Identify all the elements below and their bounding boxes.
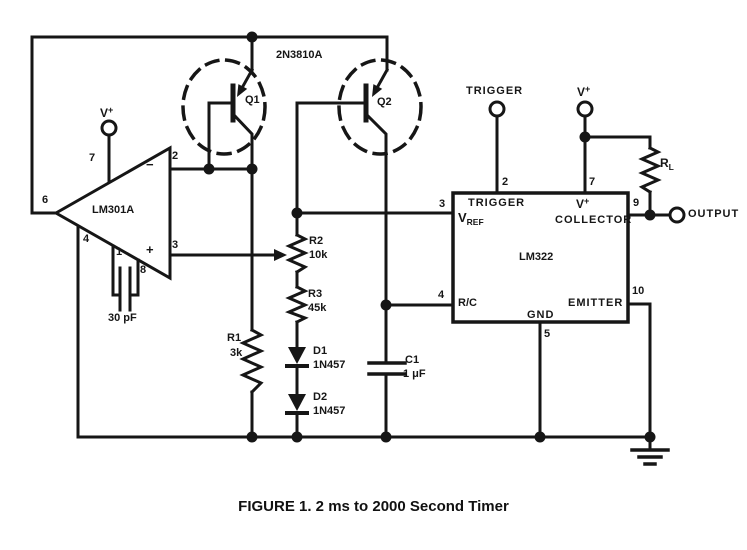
- timer-pin9-number: 9: [633, 197, 640, 209]
- trigger-terminal: [488, 100, 506, 195]
- r2-potentiometer: [168, 211, 309, 275]
- d2-ref: D2: [313, 391, 328, 403]
- r3-resistor: [285, 270, 309, 349]
- opamp-vplus-label: V+: [100, 105, 114, 120]
- opamp-pin4-number: 4: [83, 233, 90, 245]
- d1-value: 1N457: [313, 359, 346, 371]
- q1-transistor: [207, 67, 255, 332]
- timer-vref-pin-label: VREF: [458, 210, 484, 227]
- d1-ref: D1: [313, 345, 328, 357]
- rl-ref: RL: [660, 156, 674, 172]
- timer-pin2-number: 2: [502, 176, 509, 188]
- r3-ref: R3: [308, 288, 323, 300]
- timer-emitter-pin-label: EMITTER: [568, 297, 624, 309]
- opamp-pin7-number: 7: [89, 152, 96, 164]
- q1-dashed-outline: [181, 58, 267, 156]
- trigger-terminal-label: TRIGGER: [466, 85, 524, 97]
- r1-ref: R1: [227, 332, 242, 344]
- d1-diode: [285, 347, 309, 396]
- timer-pin4-number: 4: [438, 289, 445, 301]
- timer-pin5-number: 5: [544, 328, 551, 340]
- r2-ref: R2: [309, 235, 324, 247]
- q1-label: Q1: [245, 94, 260, 106]
- opamp-pin8-number: 8: [140, 264, 147, 276]
- output-terminal: [626, 206, 686, 224]
- r3-value: 45k: [308, 302, 327, 314]
- junction-dots: [203, 31, 656, 443]
- c1-value: 1 μF: [403, 368, 426, 380]
- figure-caption: FIGURE 1. 2 ms to 2000 Second Timer: [238, 498, 509, 515]
- timer-gnd-pin-label: GND: [527, 309, 555, 321]
- r2-value: 10k: [309, 249, 328, 261]
- comp-cap-value: 30 pF: [108, 312, 137, 324]
- c1-ref: C1: [405, 354, 420, 366]
- output-terminal-label: OUTPUT: [688, 208, 740, 220]
- opamp-pin2-number: 2: [172, 150, 179, 162]
- c1-capacitor: [367, 303, 407, 439]
- opamp-pin3-number: 3: [172, 239, 179, 251]
- transistor-pair-part-label: 2N3810A: [276, 49, 323, 61]
- lm322-box: [451, 191, 630, 324]
- timer-pin3-number: 3: [439, 198, 446, 210]
- timer-pin10-number: 10: [632, 285, 645, 297]
- timer-trigger-pin-label: TRIGGER: [468, 197, 526, 209]
- q2-transistor: [295, 67, 390, 307]
- timer-collector-pin-label: COLLECTOR: [555, 214, 633, 226]
- timer-vplus-pin-label: V+: [576, 196, 590, 211]
- q2-label: Q2: [377, 96, 392, 108]
- bottom-rail-wire: [76, 225, 652, 439]
- vplus-right-label: V+: [577, 84, 591, 99]
- opamp-part-label: LM301A: [92, 204, 135, 216]
- emitter-wire: [626, 302, 652, 439]
- q2-dashed-outline: [337, 58, 423, 156]
- r1-value: 3k: [230, 347, 243, 359]
- d2-diode: [285, 394, 309, 439]
- r1-resistor: [239, 327, 265, 439]
- rl-resistor: [638, 135, 662, 217]
- opamp-pin1-number: 1: [116, 246, 123, 258]
- timer-rc-pin-label: R/C: [458, 297, 477, 309]
- opamp-noninverting-sign: +: [146, 242, 154, 257]
- opamp-inverting-sign: −: [146, 157, 154, 172]
- vplus-terminal-right: [576, 100, 652, 195]
- timer-pin7-number: 7: [589, 176, 596, 188]
- d2-value: 1N457: [313, 405, 346, 417]
- compensation-capacitor: [111, 244, 140, 312]
- timer-part-label: LM322: [519, 251, 554, 263]
- opamp-pin6-number: 6: [42, 194, 49, 206]
